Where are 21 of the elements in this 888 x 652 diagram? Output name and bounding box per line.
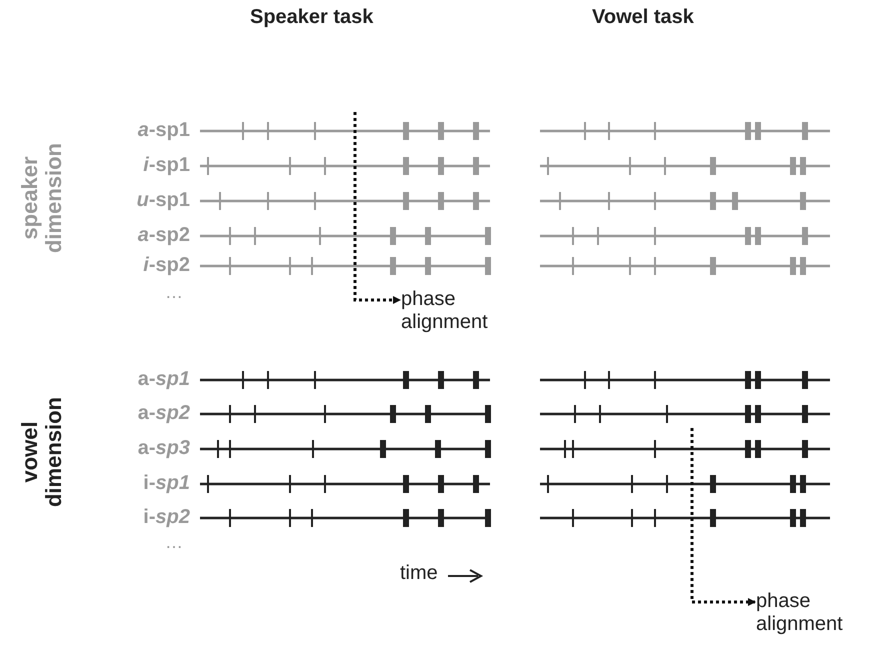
axis-title: vowel dimension	[18, 396, 66, 510]
annotation-text: phase alignment	[756, 590, 876, 636]
annotation-text: phase alignment	[401, 288, 521, 334]
column-title: Vowel task	[592, 6, 694, 29]
row-label: i-sp1	[142, 154, 190, 177]
ellipsis: …	[165, 282, 183, 303]
row-label: a-sp2	[136, 224, 190, 247]
row-label: i-sp1	[142, 472, 190, 495]
row-label: a-sp1	[136, 119, 190, 142]
dotted-arrow	[354, 112, 401, 304]
row-label: u-sp1	[136, 189, 190, 212]
axis-title: speaker dimension	[18, 142, 66, 256]
row-label: i-sp2	[142, 506, 190, 529]
row-label: i-sp2	[142, 254, 190, 277]
row-label: a-sp2	[136, 402, 190, 425]
row-label: a-sp3	[136, 437, 190, 460]
ellipsis: …	[165, 532, 183, 553]
row-label: a-sp1	[136, 368, 190, 391]
column-title: Speaker task	[250, 6, 374, 29]
axis-label: time	[400, 562, 438, 585]
dotted-arrow	[690, 428, 756, 606]
